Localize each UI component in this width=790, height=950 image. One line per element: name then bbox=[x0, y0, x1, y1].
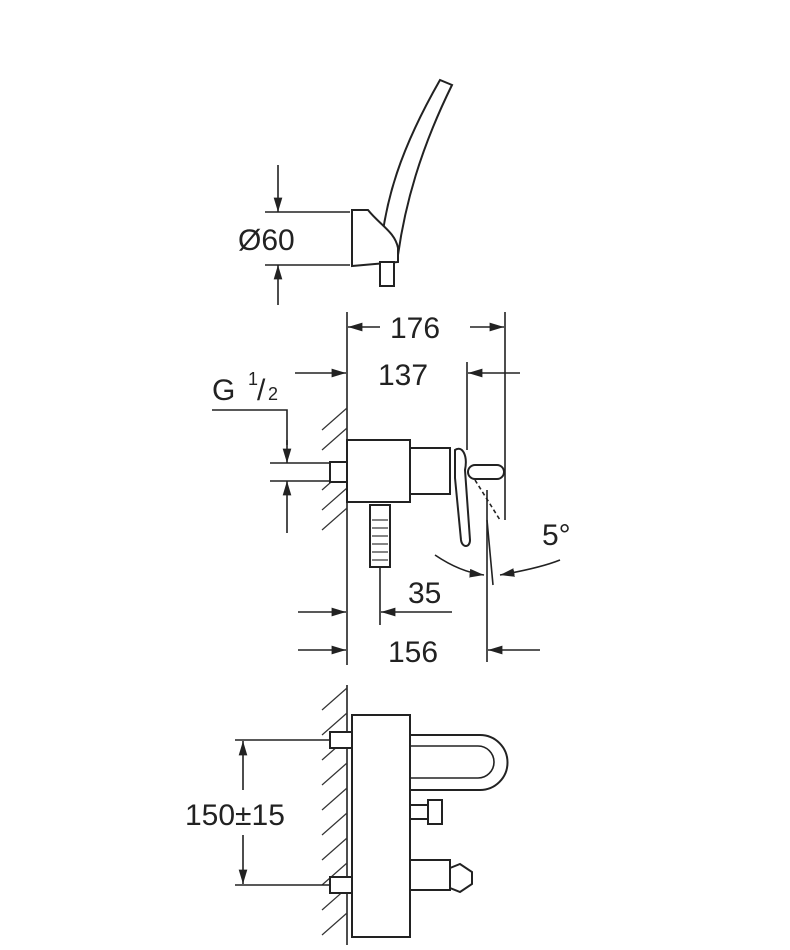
lever bbox=[454, 447, 472, 547]
overall-depth-label: 176 bbox=[390, 312, 440, 345]
mixer-body bbox=[346, 439, 411, 503]
fraction-slash: / bbox=[257, 374, 266, 407]
thread-label: G bbox=[212, 374, 235, 407]
mixer-body-front bbox=[351, 714, 411, 938]
hand-shower-handle bbox=[378, 78, 454, 256]
spout-depth-label: 156 bbox=[388, 636, 438, 669]
hose-outlet-front bbox=[427, 799, 443, 825]
wall-bracket bbox=[351, 209, 399, 268]
side-view: 176 137 G 1 / 2 5° bbox=[212, 312, 571, 669]
wall-hatch-bottom bbox=[321, 687, 348, 936]
thread-fraction-den: 2 bbox=[268, 384, 278, 404]
lever-angle-label: 5° bbox=[542, 519, 571, 552]
hose-connector bbox=[379, 261, 395, 287]
inlet-top bbox=[329, 731, 353, 749]
diverter-housing bbox=[409, 859, 451, 891]
lever-head bbox=[467, 464, 505, 480]
spout bbox=[409, 734, 509, 791]
hand-shower-view: Ø60 bbox=[238, 78, 454, 305]
inlet-spacing-label: 150±15 bbox=[185, 799, 285, 832]
cartridge-housing bbox=[409, 447, 451, 495]
lever-depth-label: 137 bbox=[378, 359, 428, 392]
outlet-offset-label: 35 bbox=[408, 577, 441, 610]
inlet-pipe bbox=[329, 461, 348, 483]
inlet-bottom bbox=[329, 876, 353, 894]
diverter-knob bbox=[449, 862, 473, 894]
thread-fraction-num: 1 bbox=[248, 369, 258, 389]
front-view: 150±15 bbox=[185, 685, 509, 945]
diameter-label: Ø60 bbox=[238, 224, 295, 257]
